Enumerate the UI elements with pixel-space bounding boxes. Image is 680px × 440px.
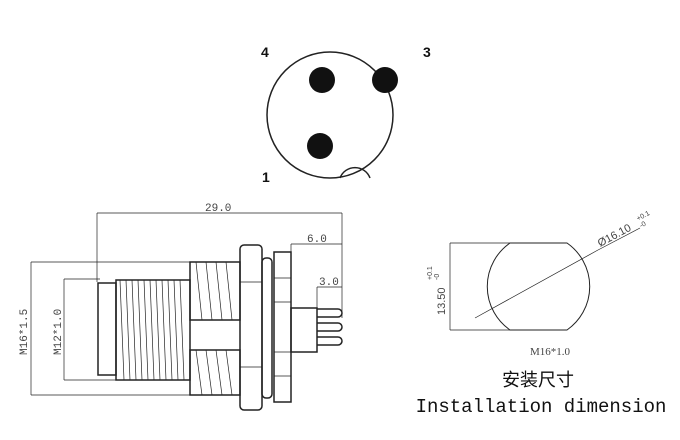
m16-thread-top	[189, 261, 241, 321]
dim-line-6	[290, 243, 342, 252]
cutout-height: 13.50	[436, 287, 448, 315]
diameter-dim-line	[474, 227, 641, 319]
pin-4	[309, 67, 335, 93]
pin-label-1: 1	[262, 169, 270, 185]
side-view: 29.0 6.0 3.0 M16*1.5 M12*1.0	[19, 203, 343, 411]
cutout-height-dim-line	[449, 242, 567, 331]
caption-zh: 安装尺寸	[502, 370, 574, 391]
dim-3: 3.0	[319, 277, 339, 289]
nut-edges	[240, 281, 262, 368]
dim-line-m16	[30, 261, 200, 396]
contact-pins	[317, 308, 343, 346]
dim-m16: M16*1.5	[19, 309, 31, 355]
front-lip	[97, 282, 117, 376]
front-view: 4 3 1	[261, 44, 431, 185]
caption-en: Installation dimension	[416, 396, 667, 418]
pin-1	[307, 133, 333, 159]
key-notch	[339, 166, 371, 179]
cutout-thread: M16*1.0	[530, 346, 571, 358]
m16-threads	[195, 261, 233, 396]
dim-6: 6.0	[307, 234, 327, 246]
panel-cutout-view: 13.50 +0.1 -0 Ø16.10 +0.1 -0 M16*1.0 安装尺…	[416, 210, 667, 418]
flange	[273, 251, 292, 403]
dim-m12: M12*1.0	[53, 309, 65, 355]
pin-label-4: 4	[261, 44, 269, 60]
pin-label-3: 3	[423, 44, 431, 60]
cutout-diameter-tol-minus: -0	[639, 221, 648, 230]
m12-thread-body	[115, 279, 191, 381]
flange-edges	[274, 277, 291, 377]
m12-threads	[119, 279, 185, 381]
dim-line-29	[96, 212, 343, 318]
connector-face	[266, 51, 394, 179]
cutout-height-tol-minus: -0	[434, 274, 441, 280]
dim-line-m12	[63, 278, 125, 381]
washer	[261, 257, 273, 399]
pin-3	[372, 67, 398, 93]
m16-thread-bottom	[189, 349, 241, 396]
cutout-height-tol-plus: +0.1	[427, 266, 434, 280]
dim-29: 29.0	[205, 203, 231, 215]
pin-base	[290, 307, 318, 353]
cutout-shape	[486, 242, 591, 331]
cutout-diameter: Ø16.10	[596, 222, 634, 250]
hex-nut	[239, 244, 263, 411]
